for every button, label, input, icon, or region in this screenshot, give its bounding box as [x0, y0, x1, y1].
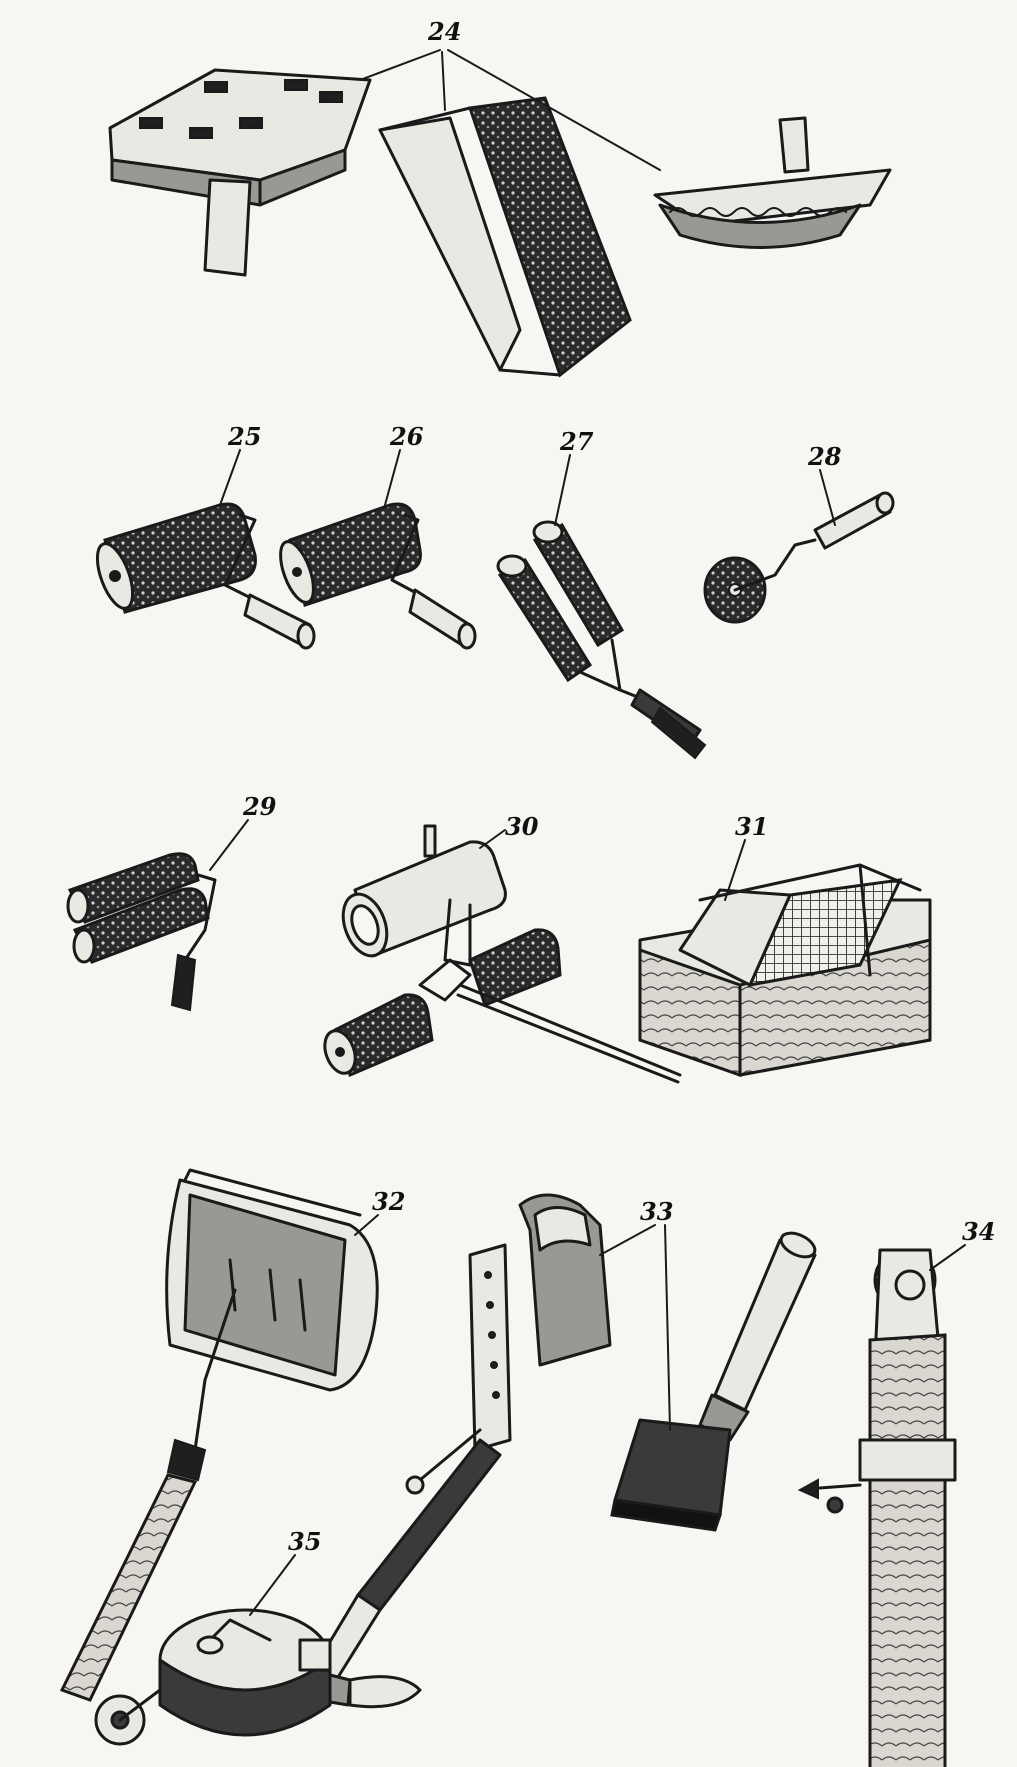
leader-33 [599, 1224, 671, 1431]
leader-32 [354, 1214, 379, 1236]
label-33: 33 [640, 1197, 673, 1226]
tool-34-wheel-cutter-on-stick [797, 1248, 957, 1767]
tool-25-roller [95, 502, 316, 650]
label-29: 29 [242, 792, 277, 821]
leader-30 [479, 829, 506, 849]
label-34: 34 [962, 1217, 995, 1246]
tool-33-brush [610, 1231, 817, 1532]
label-26: 26 [389, 422, 424, 451]
label-27: 27 [559, 427, 594, 456]
leader-31 [724, 839, 746, 901]
leader-35 [249, 1554, 296, 1616]
tool-30-roller-with-pole [323, 824, 682, 1084]
tool-24-serrated-trowel [653, 116, 892, 249]
tool-35-reel-cord-tool [94, 1608, 422, 1746]
leader-34 [929, 1244, 966, 1271]
tool-26-roller [279, 502, 477, 650]
label-35: 35 [288, 1527, 321, 1556]
tool-29-twin-roller [66, 852, 217, 1012]
leader-27 [554, 454, 571, 526]
callout-24-leaders [359, 49, 661, 171]
tool-31-paint-tray-with-grid [638, 863, 932, 1078]
label-25: 25 [227, 422, 261, 451]
tool-27-double-roller [496, 520, 707, 760]
tool-33-brush-holder [308, 1193, 612, 1692]
leader-26 [384, 449, 401, 506]
label-28: 28 [807, 442, 842, 471]
label-31: 31 [735, 812, 768, 841]
tool-24-spiked-float [378, 96, 632, 378]
label-30: 30 [505, 812, 539, 841]
label-32: 32 [372, 1187, 405, 1216]
label-24: 24 [427, 17, 461, 46]
leader-28 [819, 469, 836, 526]
tool-24-spiked-board [108, 68, 372, 277]
leader-29 [209, 819, 249, 871]
tool-32-drum-roller [59, 1168, 379, 1702]
tool-28-small-roller [703, 491, 895, 624]
leader-25 [219, 449, 241, 506]
